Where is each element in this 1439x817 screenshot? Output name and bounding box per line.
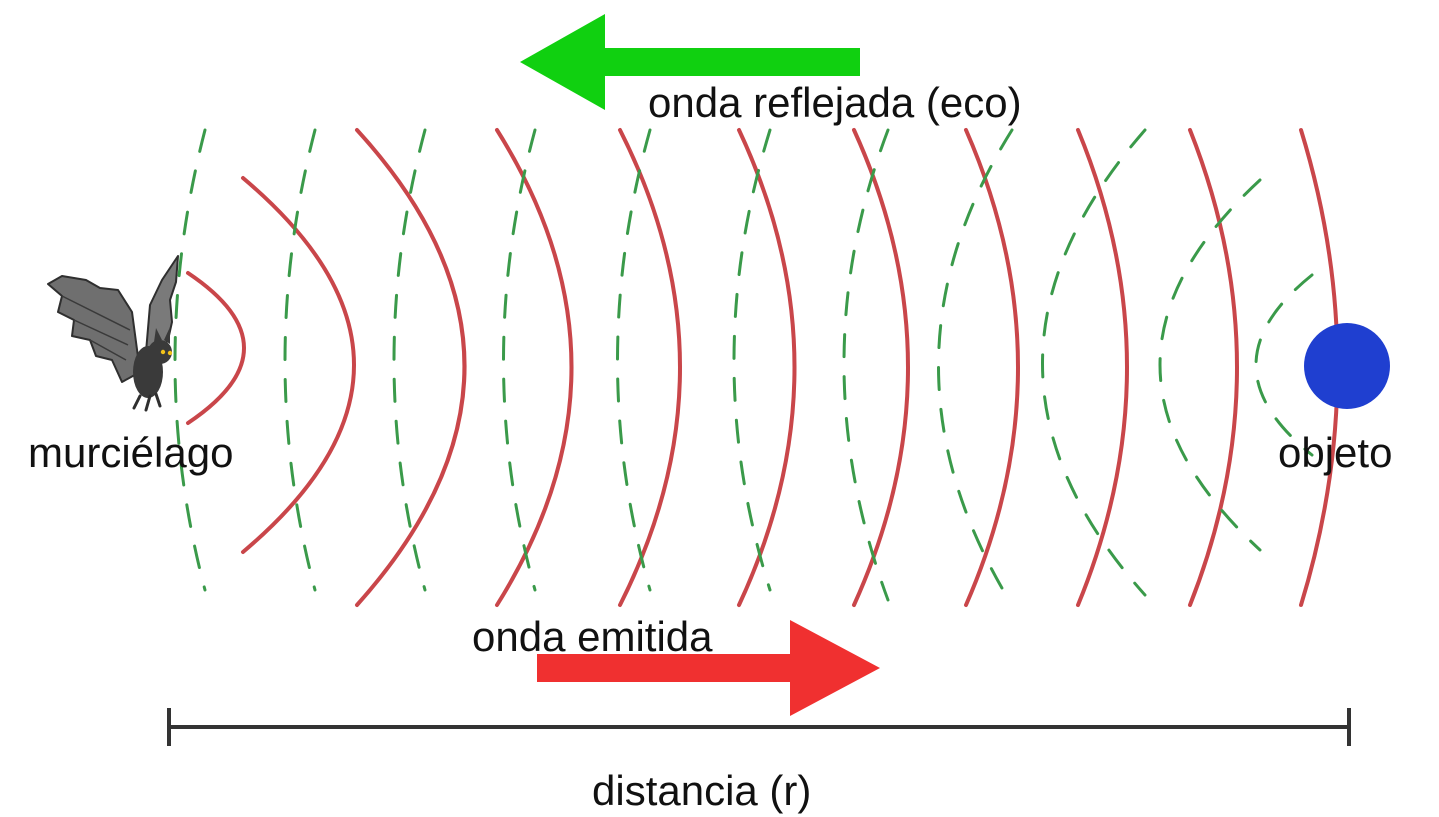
reflected-wavefront — [392, 128, 427, 592]
emitted-wavefront — [618, 128, 682, 607]
emitted-wave-arrow — [537, 620, 880, 716]
emitted-wavefront — [495, 128, 574, 607]
reflected-wavefront — [616, 128, 652, 592]
reflected-wavefront — [1158, 178, 1262, 552]
emitted-wavefront — [737, 128, 797, 607]
reflected-wavefront — [1254, 273, 1314, 457]
bat-icon — [47, 255, 179, 412]
emitted-wavefront — [1076, 128, 1129, 607]
reflected-wavefront — [173, 128, 207, 592]
bat-label: murciélago — [28, 429, 234, 476]
emitted-wave-label: onda emitida — [472, 613, 713, 660]
reflected-wavefront — [937, 128, 1014, 607]
reflected-wavefront — [732, 128, 772, 592]
reflected-wave-label: onda reflejada (eco) — [648, 79, 1022, 126]
emitted-wavefront — [186, 271, 246, 425]
emitted-wavefront — [241, 176, 356, 554]
reflected-wave-arrow — [520, 14, 860, 110]
distance-label: distancia (r) — [592, 767, 812, 814]
circle-object-icon — [1304, 323, 1390, 409]
distance-scale — [167, 708, 1351, 746]
object-label: objeto — [1278, 429, 1393, 476]
reflected-wavefront — [1041, 128, 1147, 597]
reflected-wavefronts — [173, 128, 1314, 607]
reflected-wavefront — [283, 128, 317, 592]
reflected-wavefront — [502, 128, 537, 592]
emitted-wavefront — [964, 128, 1020, 607]
emitted-wavefront — [852, 128, 910, 607]
emitted-wavefront — [1188, 128, 1239, 607]
emitted-wavefront — [355, 128, 467, 607]
emitted-wavefronts — [186, 128, 1340, 607]
